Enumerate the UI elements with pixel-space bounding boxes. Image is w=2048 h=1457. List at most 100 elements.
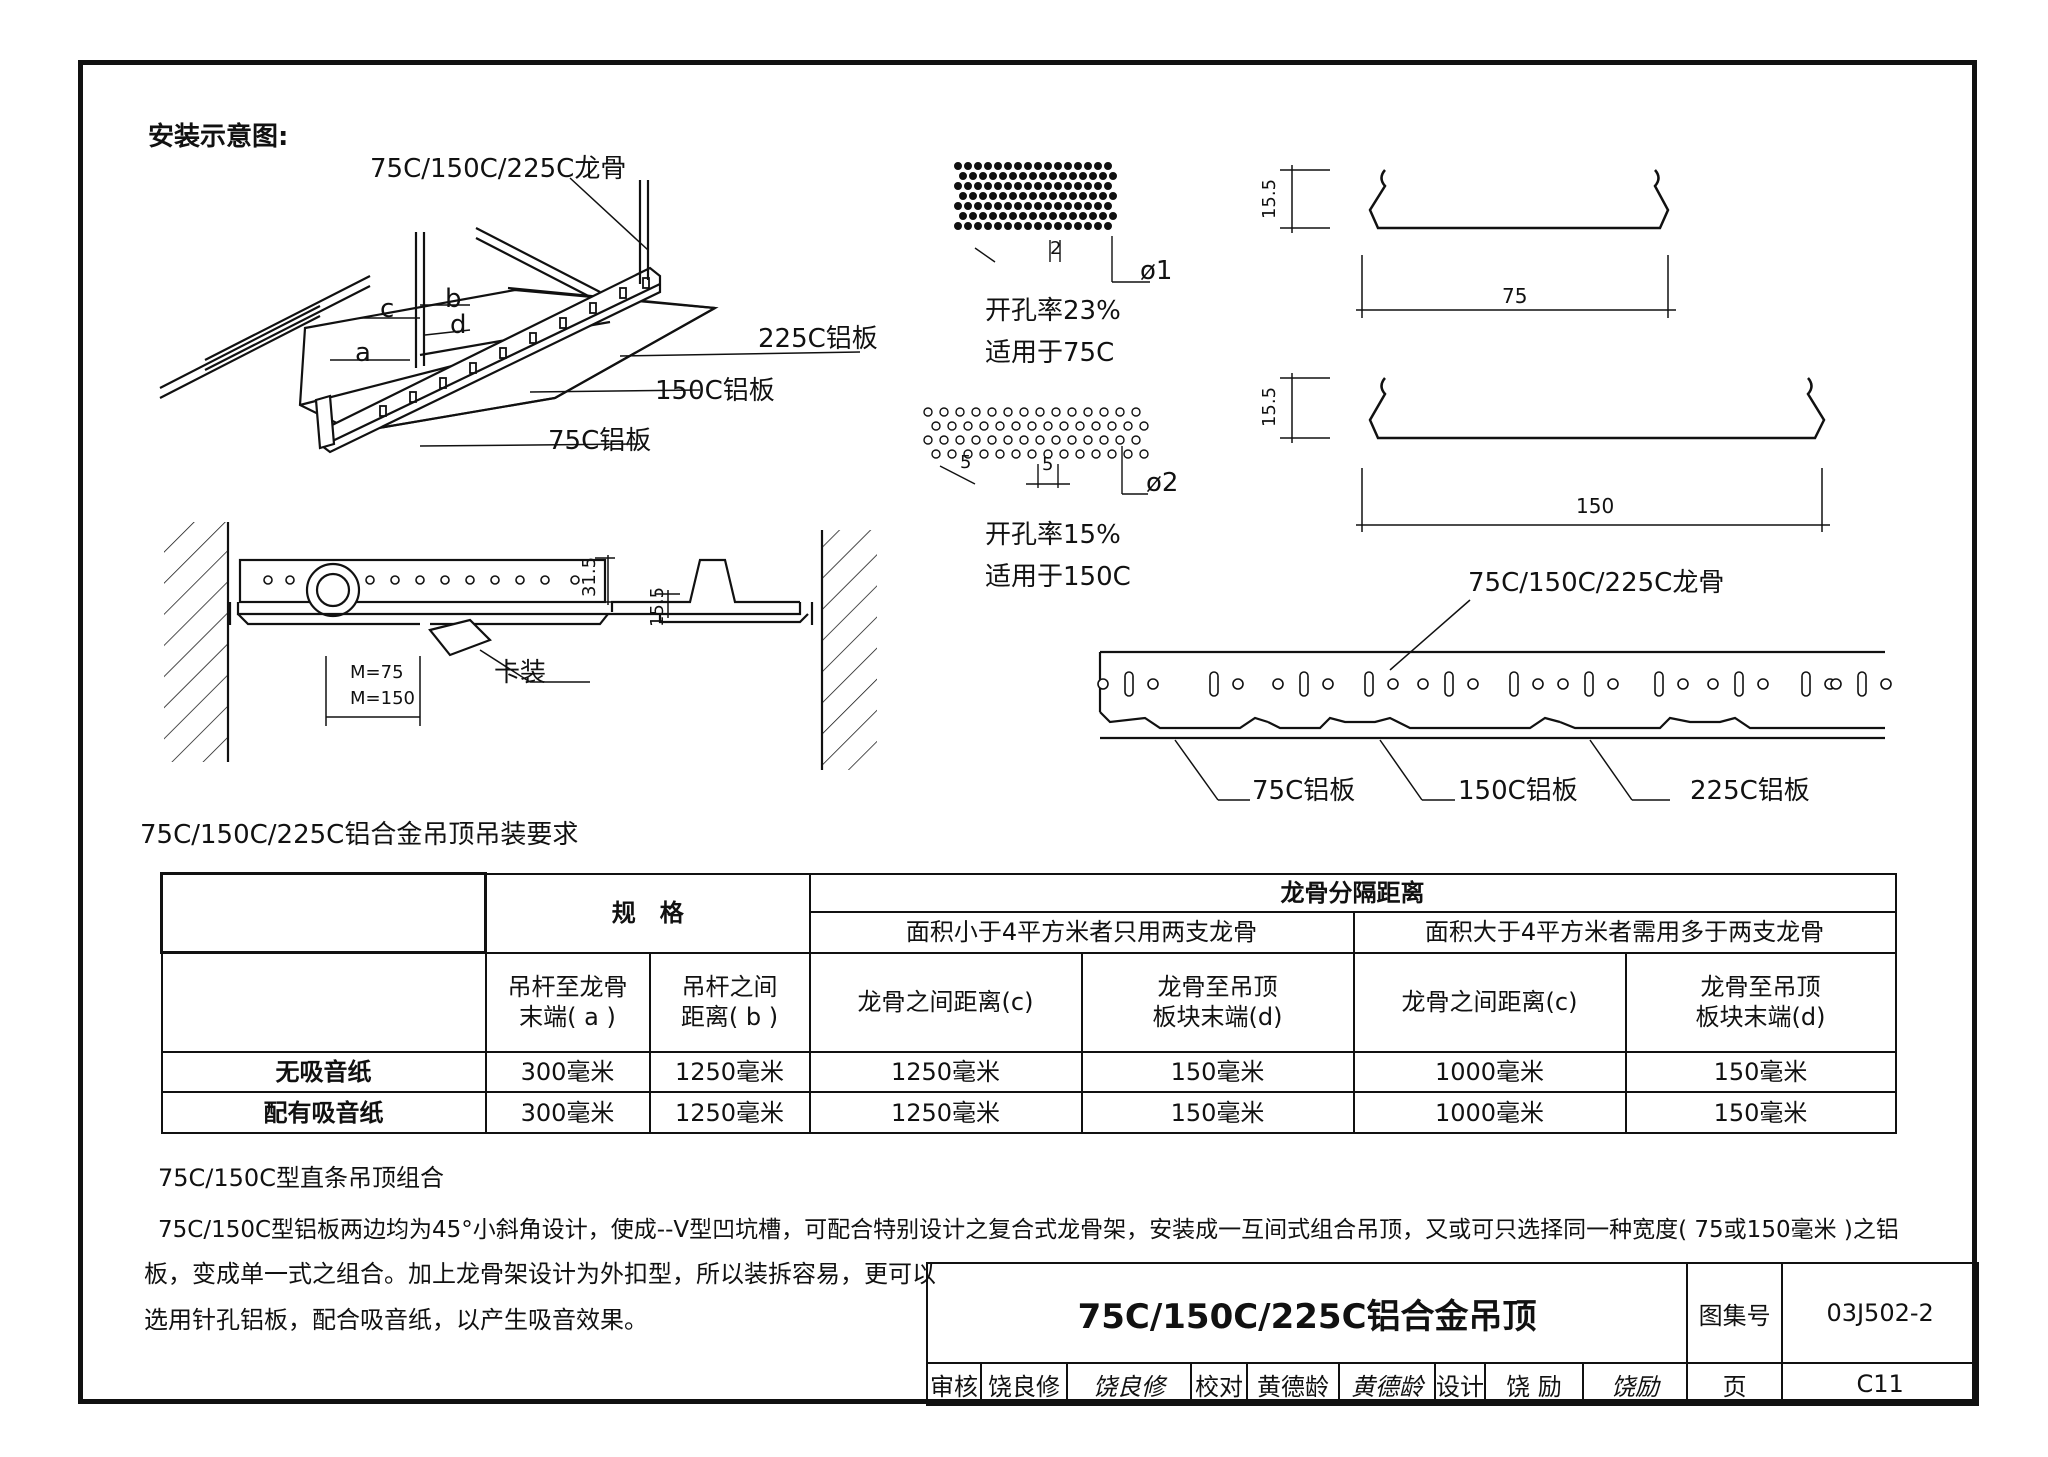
perforation-dot <box>1053 181 1062 190</box>
perforation-dot <box>984 221 993 230</box>
perforation-dot <box>1387 678 1399 690</box>
perforation-dot <box>1014 201 1023 210</box>
clip-label: 卡装 <box>494 658 547 688</box>
hanging-requirements-table: 规 格 龙骨分隔距离 面积小于4平方米者只用两支龙骨 面积大于4平方米者需用多于… <box>160 871 1897 1134</box>
profile-75 <box>1280 165 1676 318</box>
check-label: 校对 <box>1190 1362 1248 1406</box>
perforation-dot <box>1011 421 1021 431</box>
perforation-dot <box>923 435 933 445</box>
cell-b: 1250毫米 <box>648 1050 811 1094</box>
perforation-dot <box>1108 211 1117 220</box>
perforation-dot <box>995 421 1005 431</box>
notes-heading: 75C/150C型直条吊顶组合 <box>158 1164 444 1192</box>
perforation-dot <box>1063 161 1072 170</box>
keel-slot <box>1584 671 1594 697</box>
row-label: 配有吸音纸 <box>160 1091 487 1134</box>
perforation-dot <box>1075 421 1085 431</box>
bottom-plate-150: 150C铝板 <box>1458 776 1578 806</box>
perforation-dot <box>1083 407 1093 417</box>
sec-dim-31-5: 31.5 <box>579 556 601 598</box>
perforation-dot <box>1028 191 1037 200</box>
perforation-dot <box>1880 678 1892 690</box>
keel-slot <box>1654 671 1664 697</box>
perforation-dot <box>989 191 998 200</box>
keel-label-top: 75C/150C/225C龙骨 <box>370 154 627 184</box>
perforation-dot <box>1097 678 1109 690</box>
plate-150-label: 150C铝板 <box>655 376 775 406</box>
perforation-dot <box>1098 191 1107 200</box>
perforation-dot <box>923 407 933 417</box>
col-d-large-header: 龙骨至吊顶板块末端(d) <box>1624 951 1897 1053</box>
perforation-dot <box>994 201 1003 210</box>
perforation-dot <box>959 211 968 220</box>
isometric-view <box>159 177 861 454</box>
perforation-dot <box>959 191 968 200</box>
perforation-dot <box>1532 678 1544 690</box>
perforation-dot <box>1019 191 1028 200</box>
perforation-dot <box>1023 161 1032 170</box>
perforation-dot <box>954 221 963 230</box>
perforation-dot <box>1014 161 1023 170</box>
perforation-dot <box>1014 181 1023 190</box>
perforation-dot <box>1083 435 1093 445</box>
designer-signature: 饶励 <box>1581 1362 1689 1406</box>
perforation-dot <box>963 449 973 459</box>
keel-slot <box>1299 671 1309 697</box>
dim-75: 75 <box>1502 284 1528 308</box>
perforation-dot <box>1115 407 1125 417</box>
perforation-dot <box>994 161 1003 170</box>
perforation-dot <box>999 171 1008 180</box>
keel-slot <box>1734 671 1744 697</box>
perforation-dot <box>1139 449 1149 459</box>
perforation-dot <box>1108 171 1117 180</box>
dim-label-c: c <box>380 294 395 324</box>
perforation-dot <box>939 435 949 445</box>
perforation-dot <box>1019 407 1029 417</box>
perforation-dot <box>969 211 978 220</box>
perforation-dot <box>1009 211 1018 220</box>
keel-elevation <box>1097 599 1892 801</box>
perforation-dot <box>1091 449 1101 459</box>
perforation-dot <box>1073 161 1082 170</box>
cell-c1: 1250毫米 <box>808 1091 1083 1134</box>
keel-slot <box>1857 671 1867 697</box>
perforation-dot <box>1099 435 1109 445</box>
perforation-dot <box>964 221 973 230</box>
perforation-dot <box>964 161 973 170</box>
cell-d2: 150毫米 <box>1624 1091 1897 1134</box>
keel-label-right: 75C/150C/225C龙骨 <box>1468 568 1725 598</box>
perforation-dot <box>971 407 981 417</box>
bottom-plate-75: 75C铝板 <box>1252 776 1356 806</box>
perforation-dot <box>1078 171 1087 180</box>
keel-slot <box>1364 671 1374 697</box>
cell-d1: 150毫米 <box>1080 1050 1355 1094</box>
row-label-header-blank <box>160 951 487 1053</box>
notes-line-3: 选用针孔铝板，配合吸音纸，以产生吸音效果。 <box>144 1306 648 1334</box>
perforation-dot <box>1035 407 1045 417</box>
dim-label-d: d <box>450 310 467 340</box>
perforation-dot <box>974 181 983 190</box>
col-c-large-header: 龙骨之间距离(c) <box>1352 951 1627 1053</box>
perforation-dot <box>1131 407 1141 417</box>
perforation-dot <box>1830 678 1842 690</box>
dim-5b: 5 <box>1042 454 1054 475</box>
perforation-dot <box>1078 191 1087 200</box>
drawing-title: 75C/150C/225C铝合金吊顶 <box>925 1262 1689 1364</box>
perforation-dot <box>1557 678 1569 690</box>
perforation-dot <box>1139 421 1149 431</box>
hole-use-75c: 适用于75C <box>985 338 1115 368</box>
perforation-dot <box>947 421 957 431</box>
perforation-dot <box>994 221 1003 230</box>
perforation-dot <box>995 449 1005 459</box>
perforation-dot <box>1043 421 1053 431</box>
perforation-dot <box>979 191 988 200</box>
cell-c1: 1250毫米 <box>808 1050 1083 1094</box>
perforation-dot <box>1093 221 1102 230</box>
perforation-dot <box>1147 678 1159 690</box>
perforation-dot <box>1004 201 1013 210</box>
perforation-dot <box>1083 181 1092 190</box>
perforation-dot <box>964 201 973 210</box>
sec-dim-15-5: 15.5 <box>647 586 669 628</box>
col-d-small-header: 龙骨至吊顶板块末端(d) <box>1080 951 1355 1053</box>
perforation-dot <box>1019 171 1028 180</box>
